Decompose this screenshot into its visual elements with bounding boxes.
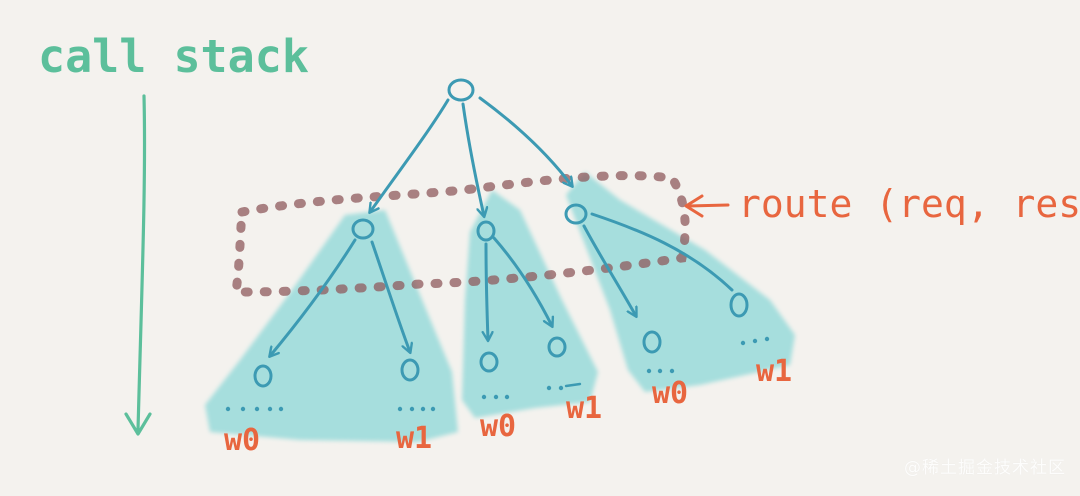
- edge-c-to-c0: [582, 224, 636, 316]
- node-c: [564, 203, 588, 225]
- leaf-label-g1-w1: w1: [396, 421, 432, 456]
- route-label: route (req, res): [738, 182, 1080, 226]
- node-b1: [547, 336, 567, 358]
- edge-root-to-a: [370, 98, 450, 212]
- edge-a-to-a0: [270, 238, 357, 356]
- tree-nodes: [253, 78, 749, 388]
- call-stack-line: [136, 94, 147, 432]
- route-label-arrow: [684, 194, 730, 218]
- edge-root-to-b: [461, 102, 484, 216]
- leaf-label-g2-w1: w1: [566, 391, 602, 426]
- highlight-group-3: [566, 172, 795, 392]
- edge-b-to-b0: [486, 242, 488, 340]
- ellipsis-dots: [225, 336, 770, 412]
- highlight-regions: [205, 172, 795, 442]
- edge-a-to-a1: [370, 240, 410, 352]
- node-c1: [729, 292, 749, 318]
- tree-edges: [270, 96, 636, 356]
- leaf-label-g2-w0: w0: [480, 409, 516, 444]
- route-box: [230, 171, 690, 297]
- node-c0: [642, 330, 662, 354]
- node-b: [476, 220, 496, 242]
- node-b0: [479, 351, 499, 373]
- node-a: [351, 218, 375, 240]
- leaf-label-g1-w0: w0: [224, 423, 260, 458]
- edge-root-to-c: [478, 96, 572, 186]
- arrow-left-icon: [684, 194, 704, 218]
- node-root: [447, 78, 475, 102]
- node-a1: [400, 358, 420, 382]
- leaf-label-g3-w1: w1: [756, 354, 792, 389]
- call-stack-label: call stack: [38, 30, 309, 83]
- node-a0: [253, 364, 273, 388]
- leaf-label-g3-w0: w0: [652, 376, 688, 411]
- edge-b-to-b1: [492, 236, 552, 326]
- call-stack-arrow: [124, 94, 152, 436]
- edge-c-to-c1: [590, 212, 734, 292]
- arrow-down-icon: [124, 412, 152, 436]
- watermark: @稀土掘金技术社区: [904, 458, 1066, 478]
